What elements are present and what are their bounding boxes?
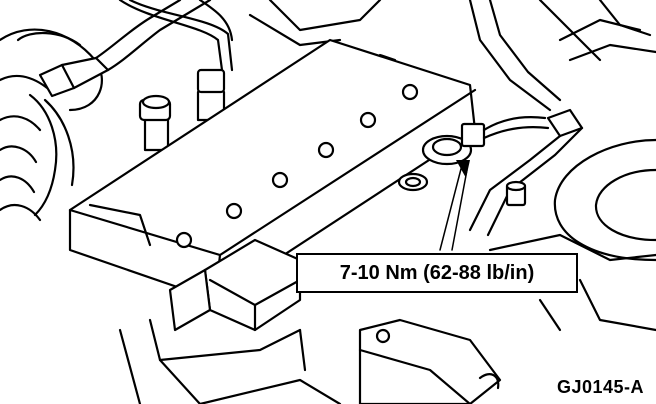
right-bracket xyxy=(488,233,656,332)
module-holes xyxy=(175,83,419,249)
bolt xyxy=(505,180,527,207)
torque-spec-text: 7-10 Nm (62-88 lb/in) xyxy=(339,261,535,284)
brake-lines xyxy=(118,0,382,72)
connector xyxy=(168,238,302,332)
figure-id: GJ0145-A xyxy=(556,377,644,397)
torque-callout: 7-10 Nm (62-88 lb/in) xyxy=(296,253,578,293)
lower-housing xyxy=(118,318,342,404)
strut-tower xyxy=(553,0,656,262)
lower-right-component xyxy=(358,318,502,404)
callout-leader xyxy=(439,160,470,251)
intake-hose xyxy=(0,28,103,222)
sensor xyxy=(397,116,550,192)
coolant-hose-right xyxy=(468,0,602,237)
fitting-2 xyxy=(138,94,172,152)
arrowhead xyxy=(456,160,470,178)
coolant-hose-left xyxy=(16,0,212,98)
